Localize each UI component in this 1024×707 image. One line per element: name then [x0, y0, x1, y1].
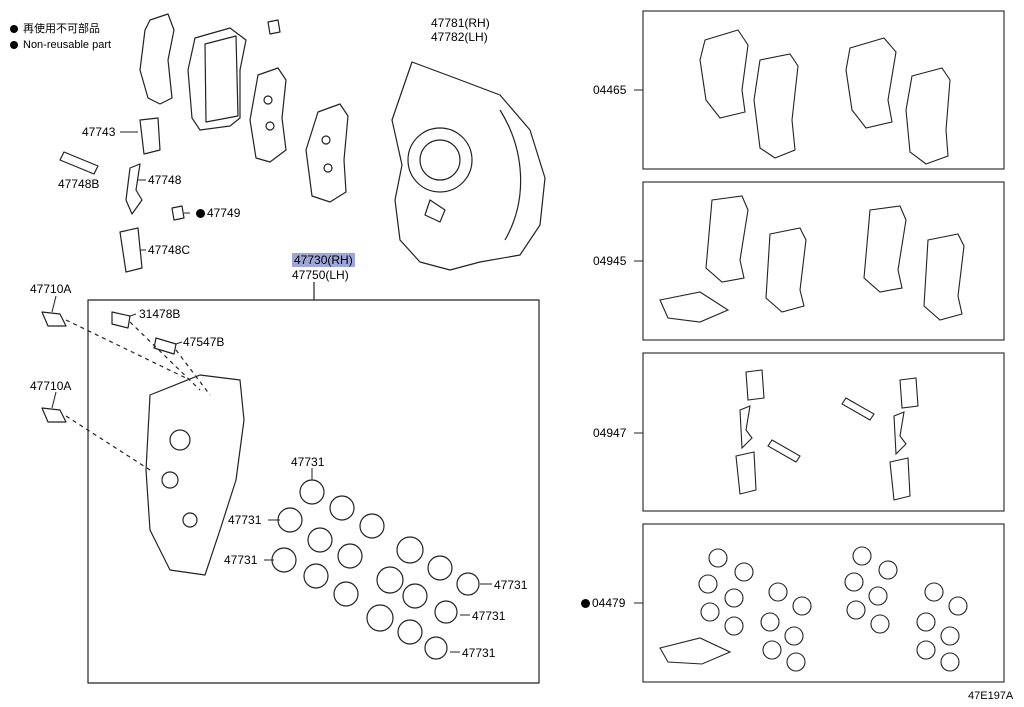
label-47750[interactable]: 47750(LH): [292, 268, 349, 282]
label-47782[interactable]: 47782(LH): [431, 30, 488, 44]
clip-47748C-shape: [119, 227, 143, 273]
label-47781[interactable]: 47781(RH): [431, 16, 490, 30]
pad-shim-shape: [249, 67, 287, 163]
label-kit-04465[interactable]: 04465: [593, 83, 627, 97]
label-47748[interactable]: 47748: [148, 173, 182, 187]
label-kit-04947[interactable]: 04947: [593, 426, 627, 440]
legend-item-en: Non-reusable part: [10, 38, 111, 52]
brake-pad-shape: [187, 27, 247, 131]
label-47731[interactable]: 47731: [472, 609, 506, 623]
filled-dot-icon: [10, 41, 18, 50]
kit-box-04465: [642, 10, 1005, 170]
label-47748B[interactable]: 47748B: [58, 177, 100, 191]
label-47731[interactable]: 47731: [462, 646, 496, 660]
caliper-assembly-box: [87, 299, 540, 684]
bolt-47710A-shape: [41, 311, 67, 327]
dust-shield-shape: [391, 61, 546, 271]
kit-box-04479: [642, 523, 1005, 683]
caliper-body-shape: [145, 374, 245, 576]
label-47731[interactable]: 47731: [291, 455, 325, 469]
label-kit-04479[interactable]: 04479: [581, 596, 625, 610]
label-47743[interactable]: 47743: [82, 125, 116, 139]
bolt-47710A-shape: [41, 407, 67, 423]
label-47731[interactable]: 47731: [228, 513, 262, 527]
pad-shim-shape: [139, 13, 175, 105]
brake-pad-face-shape: [204, 35, 239, 123]
small-clip-shape: [267, 19, 281, 35]
non-reusable-dot-icon: [581, 599, 590, 608]
label-31478B[interactable]: 31478B: [139, 307, 181, 321]
legend-item-jp: 再使用不可部品: [10, 22, 100, 36]
label-47748C[interactable]: 47748C: [148, 243, 191, 257]
highlight-47730: 47730(RH): [292, 253, 355, 267]
pad-shim-shape: [305, 103, 349, 203]
filled-dot-icon: [10, 25, 18, 34]
label-47731[interactable]: 47731: [494, 578, 528, 592]
label-47749[interactable]: 47749: [196, 206, 240, 220]
clip-47743-shape: [139, 117, 161, 155]
kit-box-04945: [642, 181, 1005, 341]
label-kit-04945[interactable]: 04945: [593, 254, 627, 268]
label-47730[interactable]: 47730(RH): [292, 253, 355, 267]
label-47710A[interactable]: 47710A: [30, 379, 72, 393]
spring-47748-shape: [125, 163, 143, 215]
non-reusable-dot-icon: [196, 209, 205, 218]
label-47547B[interactable]: 47547B: [183, 335, 225, 349]
kit-box-04947: [642, 352, 1005, 512]
label-47731[interactable]: 47731: [224, 553, 258, 567]
diagram-code: 47E197A: [968, 690, 1014, 702]
guide-pin-shape: [59, 151, 99, 175]
label-47710A[interactable]: 47710A: [30, 282, 72, 296]
